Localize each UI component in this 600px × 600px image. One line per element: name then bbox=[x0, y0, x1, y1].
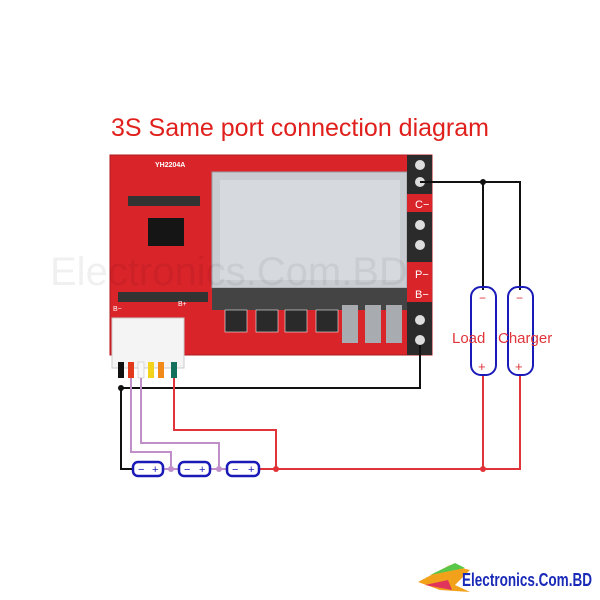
wire-negative-output bbox=[420, 181, 521, 290]
wire-positive bbox=[260, 375, 521, 470]
load: − + Load bbox=[452, 286, 497, 376]
svg-text:+: + bbox=[152, 464, 158, 476]
svg-text:−: − bbox=[516, 291, 523, 305]
svg-text:+: + bbox=[478, 359, 486, 374]
svg-text:−: − bbox=[184, 464, 190, 476]
diagram-title: 3S Same port connection diagram bbox=[111, 114, 489, 142]
charger-label: Charger bbox=[498, 330, 552, 347]
svg-text:−: − bbox=[232, 464, 238, 476]
terminal-c-minus: C− bbox=[415, 199, 429, 211]
watermark: Electronics.Com.BD bbox=[50, 250, 408, 294]
cell-2: − + bbox=[177, 460, 212, 478]
terminal-b-minus: B− bbox=[415, 289, 429, 301]
bms-board: C− P− B− YH2204A B− B+ bbox=[109, 154, 433, 379]
charger: − + Charger bbox=[498, 286, 552, 376]
wire-balance-2 bbox=[140, 378, 220, 469]
svg-text:Electronics.Com.BD: Electronics.Com.BD bbox=[462, 570, 592, 590]
pad-b-plus: B+ bbox=[178, 301, 187, 308]
balance-connector bbox=[111, 317, 185, 369]
svg-text:+: + bbox=[199, 464, 205, 476]
svg-text:−: − bbox=[479, 291, 486, 305]
terminal-p-minus: P− bbox=[415, 269, 429, 281]
ic-chip bbox=[148, 218, 184, 246]
svg-text:+: + bbox=[515, 359, 523, 374]
board-model-label: YH2204A bbox=[155, 162, 185, 169]
load-label: Load bbox=[452, 330, 485, 347]
cell-1: − + bbox=[131, 460, 165, 478]
svg-text:+: + bbox=[248, 464, 254, 476]
site-logo: Electronics.Com.BD bbox=[418, 563, 592, 592]
wire-balance-3 bbox=[173, 378, 277, 469]
wire-balance-1 bbox=[130, 378, 172, 469]
svg-text:−: − bbox=[138, 464, 144, 476]
pad-b-minus: B− bbox=[113, 306, 122, 313]
cell-3: − + bbox=[225, 460, 261, 478]
